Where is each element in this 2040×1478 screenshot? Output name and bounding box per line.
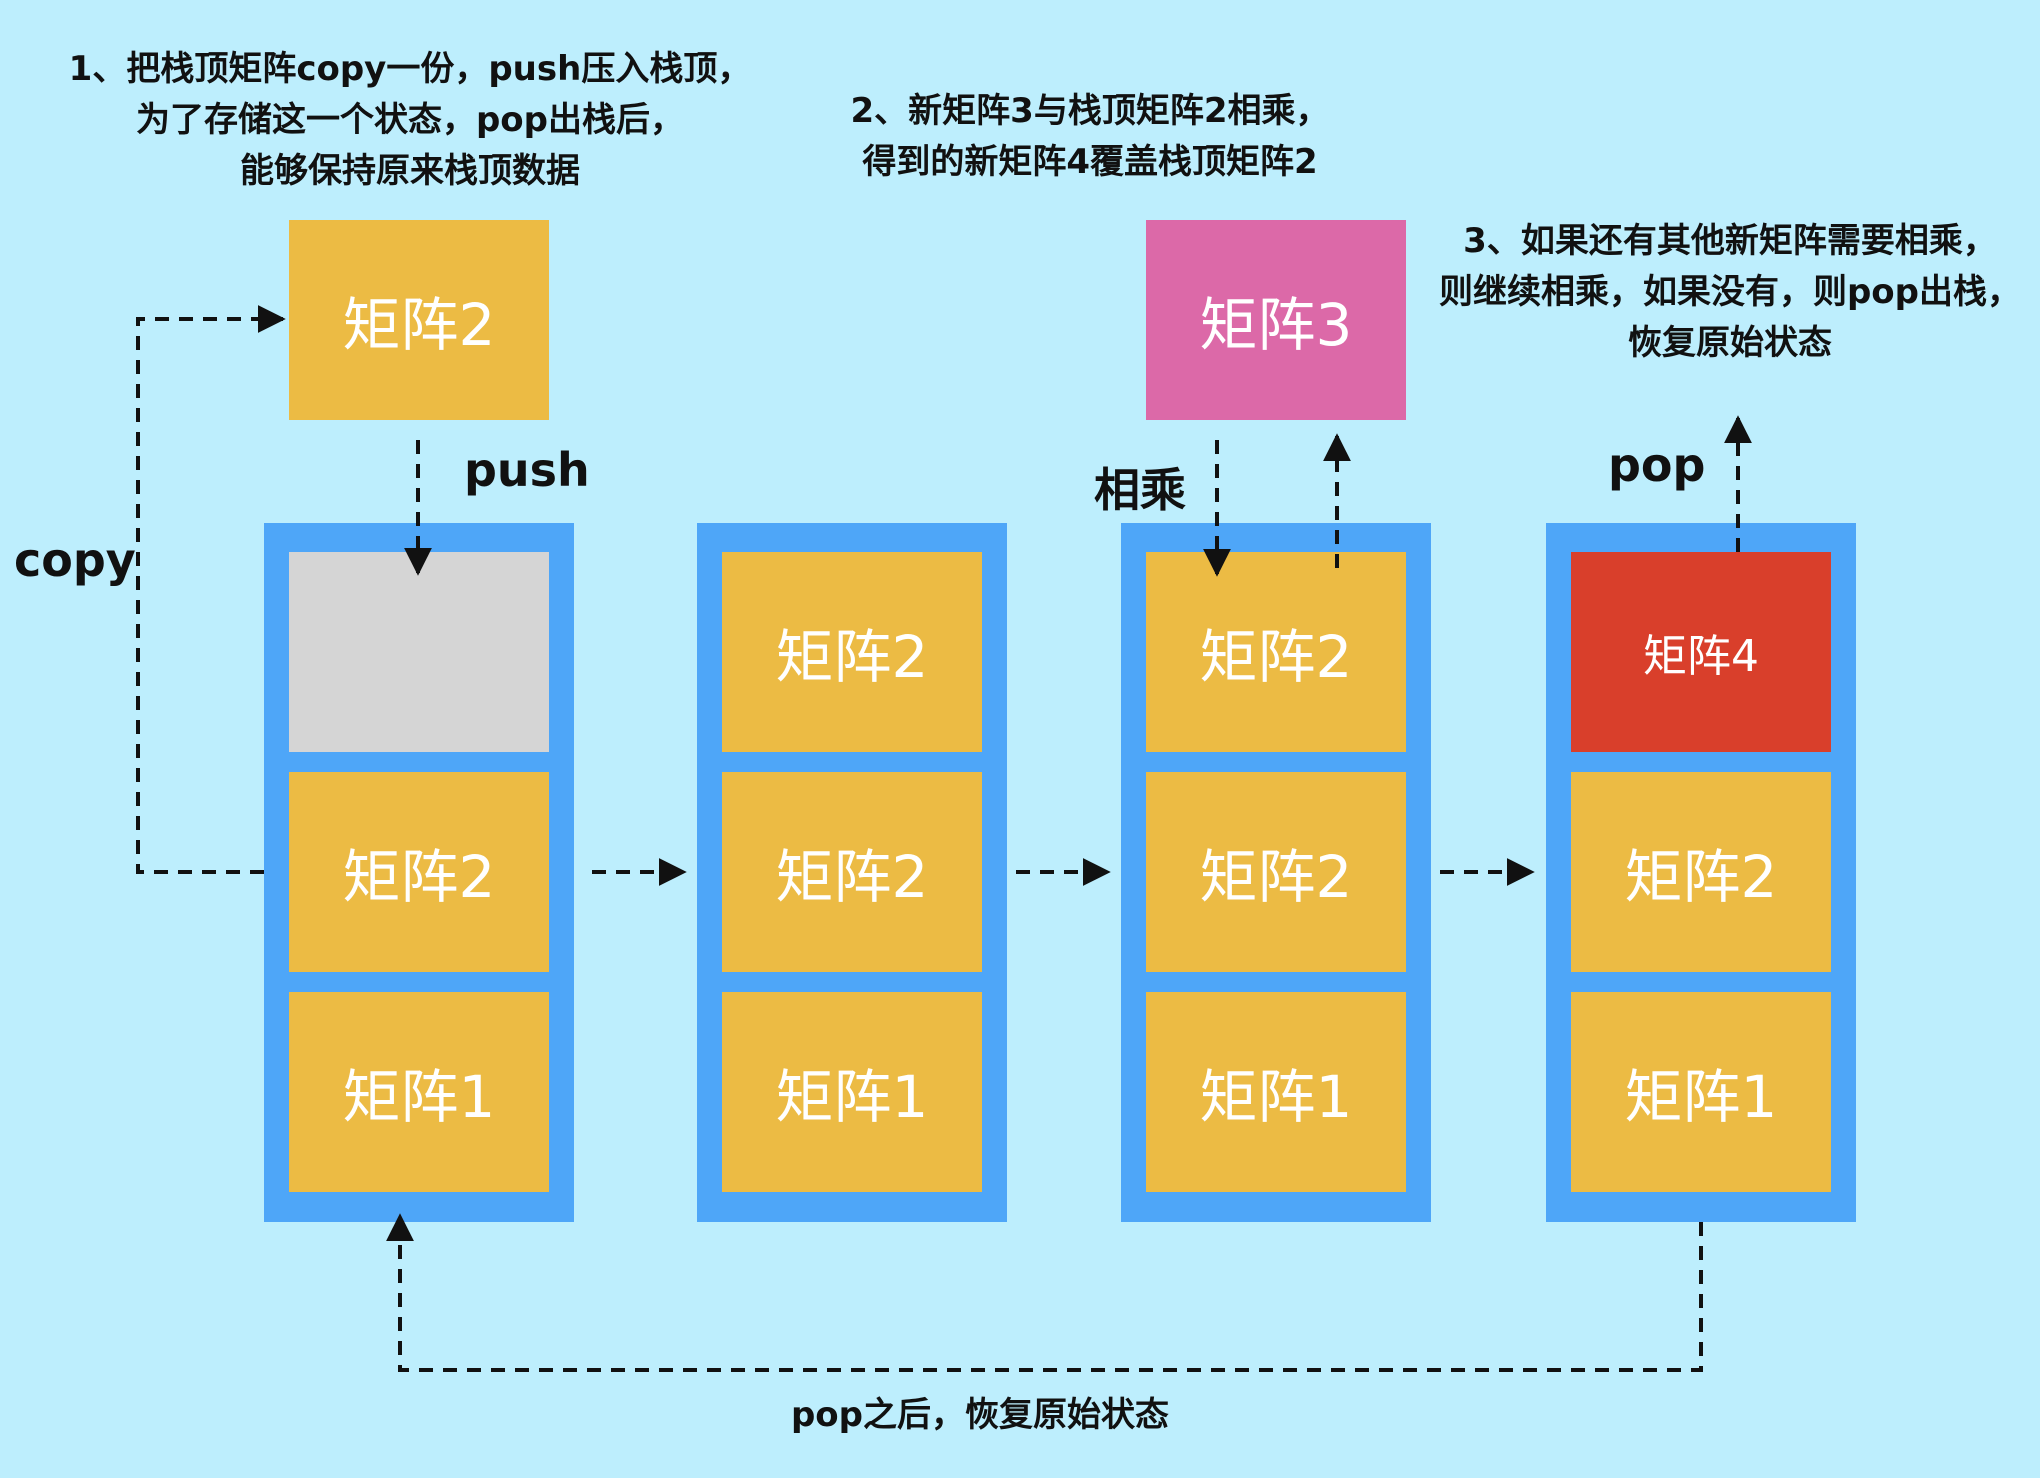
stack-2-cell-top: 矩阵2	[722, 552, 982, 752]
step1-line2: 为了存储这一个状态，pop出栈后，	[135, 100, 685, 140]
step2-line2: 得到的新矩阵4覆盖栈顶矩阵2	[862, 142, 1318, 182]
push-label: push	[464, 443, 590, 497]
matrix3-label: 矩阵3	[1199, 291, 1353, 359]
step3-line1: 3、如果还有其他新矩阵需要相乘，	[1463, 221, 1997, 261]
stack-4: 矩阵4 矩阵2 矩阵1	[1546, 523, 1856, 1222]
multiply-label: 相乘	[1094, 463, 1186, 517]
copy-arrow	[136, 305, 286, 874]
copied-matrix-label: 矩阵2	[342, 291, 496, 359]
stack-1: 矩阵2 矩阵1	[264, 523, 574, 1222]
stack-3-cell-bottom: 矩阵1	[1146, 992, 1406, 1192]
restore-arrow	[386, 1213, 1703, 1372]
step2-note: 2、新矩阵3与栈顶矩阵2相乘， 得到的新矩阵4覆盖栈顶矩阵2	[790, 86, 1390, 188]
copy-label: copy	[14, 533, 136, 587]
step2-line1: 2、新矩阵3与栈顶矩阵2相乘，	[850, 91, 1330, 131]
step1-line1: 1、把栈顶矩阵copy一份，push压入栈顶，	[68, 49, 752, 89]
stack-4-cell-middle: 矩阵2	[1571, 772, 1831, 972]
step1-note: 1、把栈顶矩阵copy一份，push压入栈顶， 为了存储这一个状态，pop出栈后…	[40, 44, 780, 197]
stack-1-cell-matrix1: 矩阵1	[289, 992, 549, 1192]
step3-line2: 则继续相乘，如果没有，则pop出栈，	[1438, 272, 2022, 312]
stack-3-cell-top: 矩阵2	[1146, 552, 1406, 752]
stack-2-cell-bottom: 矩阵1	[722, 992, 982, 1192]
stack-4-cell-bottom: 矩阵1	[1571, 992, 1831, 1192]
matrix3-box: 矩阵3	[1146, 220, 1406, 420]
stack-2-cell-middle: 矩阵2	[722, 772, 982, 972]
bottom-note: pop之后，恢复原始状态	[790, 1395, 1170, 1435]
stack-2: 矩阵2 矩阵2 矩阵1	[697, 523, 1007, 1222]
step3-line3: 恢复原始状态	[1628, 323, 1832, 363]
pop-label: pop	[1608, 438, 1706, 492]
step3-note: 3、如果还有其他新矩阵需要相乘， 则继续相乘，如果没有，则pop出栈， 恢复原始…	[1420, 216, 2040, 369]
stack-3: 矩阵2 矩阵2 矩阵1	[1121, 523, 1431, 1222]
copied-matrix-box: 矩阵2	[289, 220, 549, 420]
step1-line3: 能够保持原来栈顶数据	[240, 151, 580, 191]
stack-4-cell-matrix4: 矩阵4	[1571, 552, 1831, 752]
stack-1-empty-slot	[289, 552, 549, 752]
stack-3-cell-middle: 矩阵2	[1146, 772, 1406, 972]
stack-1-cell-matrix2: 矩阵2	[289, 772, 549, 972]
